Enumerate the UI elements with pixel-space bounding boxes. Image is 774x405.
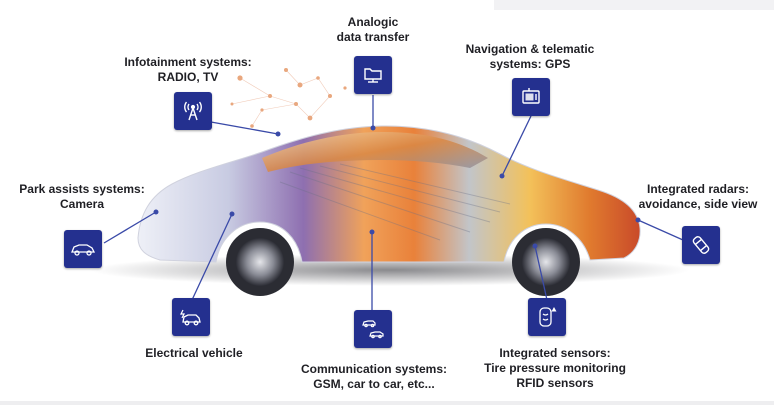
label-infotainment-systems: Infotainment systems:RADIO, TV [124,55,252,84]
label-park-assists: Park assists systems:Camera [19,182,145,211]
antenna-icon [174,92,212,130]
folder-network-icon [354,56,392,94]
tire-sensor-icon [528,298,566,336]
bottom-band [0,401,774,405]
car-camera-icon [64,230,102,268]
gps-device-icon [512,78,550,116]
label-communication-systems: Communication systems:GSM, car to car, e… [300,362,448,391]
car-top-view-icon [682,226,720,264]
label-electrical-vehicle: Electrical vehicle [145,346,243,360]
label-integrated-sensors: Integrated sensors:Tire pressure monitor… [484,346,626,390]
label-integrated-radars: Integrated radars:avoidance, side view [638,182,758,211]
electric-car-icon [172,298,210,336]
top-right-band [494,0,774,10]
car-to-car-icon [354,310,392,348]
